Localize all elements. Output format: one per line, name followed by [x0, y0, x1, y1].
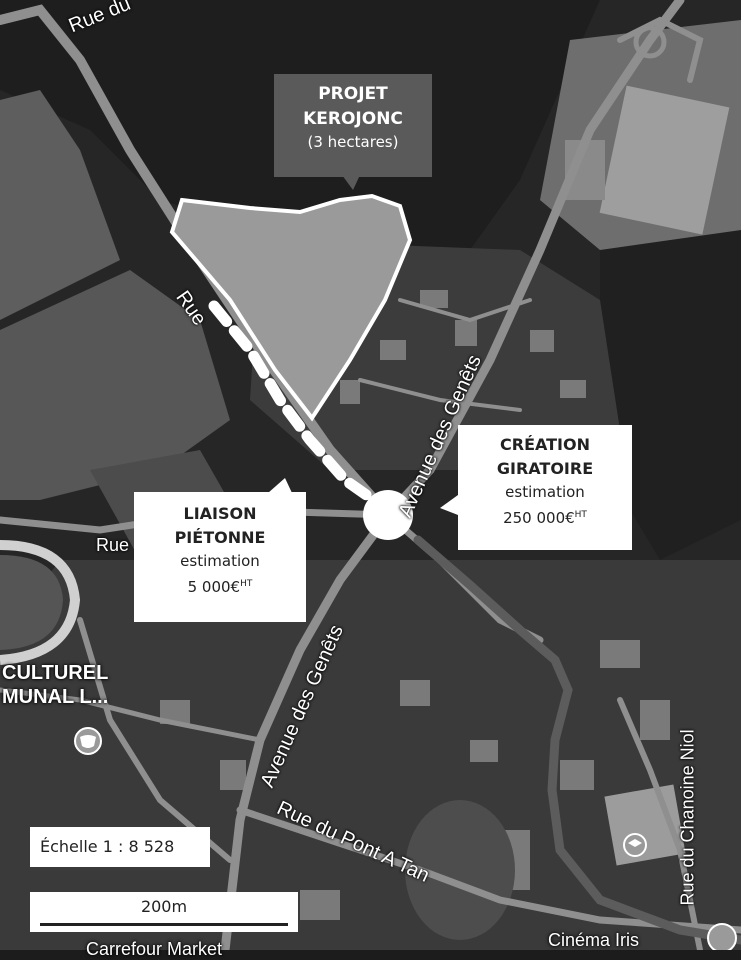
- giratoire-circle: [363, 490, 413, 540]
- giratoire-pointer: [440, 495, 458, 515]
- giratoire-amount: 250 000€HT: [458, 504, 632, 530]
- liaison-amount-value: 5 000€: [187, 578, 241, 596]
- theatre-icon-glyph: [80, 735, 96, 748]
- street-label-rue-chanoine: Rue du Chanoine Niol: [677, 729, 698, 906]
- liaison-amount-unit: HT: [240, 579, 253, 589]
- poi-carrefour: Carrefour Market: [86, 939, 223, 959]
- school-icon-glyph: [628, 839, 642, 847]
- scale-bar-box: 200m: [30, 892, 298, 932]
- poi-culturel-line2: MUNAL L...: [2, 686, 109, 708]
- cinema-icon: [707, 923, 737, 950]
- projet-title-line2: KEROJONC: [303, 109, 403, 129]
- giratoire-title-line1: CRÉATION: [500, 435, 590, 454]
- scale-ratio-text: Échelle 1 : 8 528: [40, 837, 175, 856]
- projet-title-line1: PROJET: [318, 84, 388, 104]
- liaison-title-line1: LIAISON: [183, 504, 257, 523]
- projet-pointer: [342, 175, 360, 190]
- sports-track: [0, 540, 81, 665]
- callout-creation-giratoire: CRÉATION GIRATOIRE estimation 250 000€HT: [458, 425, 632, 550]
- projet-area-size: (3 hectares): [307, 133, 399, 151]
- building-large: [599, 85, 730, 235]
- liaison-pointer: [268, 478, 292, 493]
- projet-kerojonc-area: [169, 193, 413, 422]
- giratoire-amount-unit: HT: [574, 510, 587, 520]
- callout-projet-kerojonc: PROJET KEROJONC (3 hectares): [274, 74, 432, 177]
- poi-cinema: Cinéma Iris: [548, 930, 640, 950]
- sports-field: [0, 555, 63, 650]
- street-label-rue-west: Rue: [96, 535, 130, 555]
- route-to-cinema: [413, 535, 741, 945]
- giratoire-title-line2: GIRATOIRE: [496, 459, 594, 478]
- forest-east: [600, 230, 741, 560]
- roundabout-north: [633, 25, 667, 59]
- field-large: [0, 270, 230, 500]
- callout-liaison-pietonne: LIAISON PIÉTONNE estimation 5 000€HT: [134, 492, 306, 622]
- building-cluster: [160, 290, 670, 920]
- scale-bar: [40, 923, 288, 926]
- field-west: [0, 90, 120, 320]
- poi-culturel-line1: CULTUREL: [2, 662, 109, 684]
- scale-bar-label: 200m: [140, 897, 188, 916]
- scale-ratio-box: Échelle 1 : 8 528: [30, 827, 210, 867]
- giratoire-estimation-label: estimation: [505, 483, 585, 501]
- liaison-title-line2: PIÉTONNE: [174, 528, 266, 547]
- liaison-estimation-label: estimation: [180, 552, 260, 570]
- giratoire-amount-value: 250 000€: [503, 509, 575, 527]
- liaison-pietonne-path: [208, 300, 391, 514]
- liaison-amount: 5 000€HT: [134, 573, 306, 599]
- stadium-field: [405, 800, 515, 940]
